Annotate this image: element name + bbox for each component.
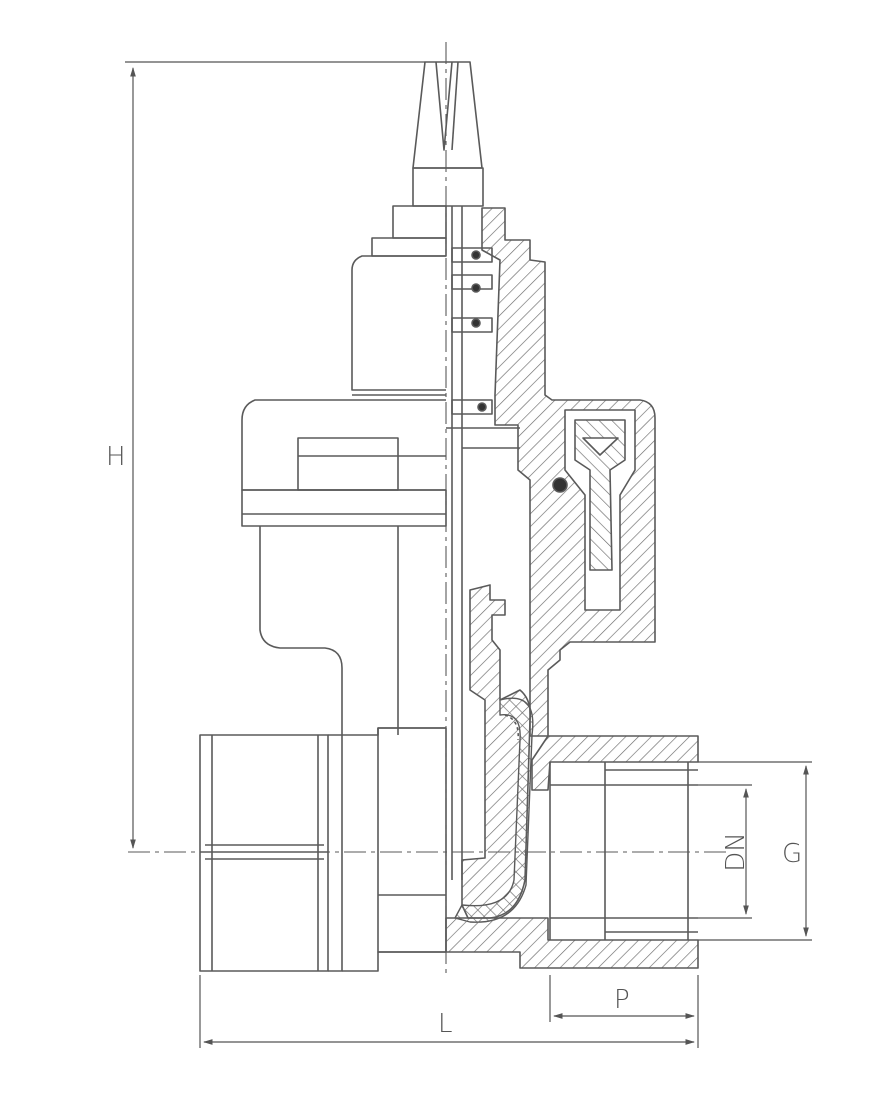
stem-section xyxy=(446,206,520,880)
label-h: H xyxy=(106,442,126,472)
cap-screw xyxy=(574,419,626,571)
bonnet-external-view xyxy=(241,205,447,735)
stem-drive-head xyxy=(412,61,484,207)
label-p: P xyxy=(614,985,630,1015)
label-l: L xyxy=(438,1009,453,1039)
body-bottom-hatch xyxy=(445,917,699,969)
label-dn: DN xyxy=(721,832,751,871)
cap-oring xyxy=(552,477,568,493)
threaded-port xyxy=(549,762,698,940)
label-g: G xyxy=(782,839,802,869)
body-right-upper-hatch xyxy=(531,735,699,791)
body-left-hex-end xyxy=(199,727,447,972)
